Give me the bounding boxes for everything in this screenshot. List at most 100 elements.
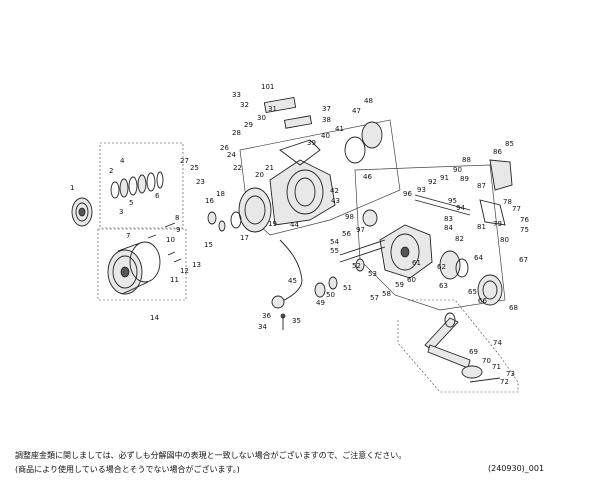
part-number-label: 41 — [335, 125, 344, 133]
part-number-label: 32 — [240, 101, 249, 109]
part-number-label: 82 — [455, 235, 464, 243]
part-number-label: 38 — [322, 116, 331, 124]
part-number-label: 1 — [70, 184, 74, 192]
part-number-label: 47 — [352, 107, 361, 115]
part-number-label: 6 — [155, 192, 160, 200]
part-number-label: 90 — [453, 166, 462, 174]
part-number-label: 59 — [395, 281, 404, 289]
part-number-labels: 1234567891011121314151617181920212223242… — [70, 83, 529, 386]
part-number-label: 66 — [478, 297, 487, 305]
part-number-label: 98 — [345, 213, 354, 221]
part-number-label: 42 — [330, 187, 339, 195]
drag-washer-stack — [110, 171, 164, 199]
part-number-label: 9 — [176, 226, 180, 234]
drive-gear-shape — [439, 250, 461, 280]
part-number-label: 67 — [519, 256, 528, 264]
part-number-label: 8 — [175, 214, 179, 222]
part-number-label: 64 — [474, 254, 483, 262]
part-number-label: 34 — [258, 323, 267, 331]
part-number-label: 83 — [444, 215, 453, 223]
diagram-code: (240930)_001 — [488, 464, 545, 473]
body-shape — [379, 194, 471, 279]
part-number-label: 92 — [428, 178, 437, 186]
part-number-label: 71 — [492, 363, 501, 371]
part-number-label: 79 — [493, 220, 502, 228]
part-number-label: 85 — [505, 140, 514, 148]
part-number-label: 20 — [255, 171, 264, 179]
part-number-label: 80 — [500, 236, 509, 244]
part-number-label: 69 — [469, 348, 478, 356]
part-number-label: 73 — [506, 370, 515, 378]
part-number-label: 74 — [493, 339, 502, 347]
part-number-label: 95 — [448, 197, 457, 205]
part-number-label: 70 — [482, 357, 491, 365]
footer-note-line1: 調整座金類に関しましては、必ずしも分解図中の表現と一致しない場合がございますので… — [15, 451, 407, 460]
part-number-label: 12 — [180, 267, 189, 275]
part-number-label: 16 — [205, 197, 214, 205]
part-number-label: 48 — [364, 97, 373, 105]
part-number-label: 86 — [493, 148, 502, 156]
part-number-label: 35 — [292, 317, 301, 325]
part-number-label: 28 — [232, 129, 241, 137]
part-number-label: 15 — [204, 241, 213, 249]
part-number-label: 61 — [412, 259, 421, 267]
part-number-label: 2 — [109, 167, 113, 175]
part-number-label: 18 — [216, 190, 225, 198]
part-number-label: 10 — [166, 236, 175, 244]
part-number-label: 25 — [190, 164, 199, 172]
part-number-label: 65 — [468, 288, 477, 296]
part-number-label: 46 — [363, 173, 372, 181]
part-number-label: 37 — [322, 105, 331, 113]
part-number-label: 40 — [321, 132, 330, 140]
part-number-label: 87 — [477, 182, 486, 190]
part-number-label: 26 — [220, 144, 229, 152]
part-number-label: 72 — [500, 378, 509, 386]
rotor-shape — [238, 139, 336, 233]
part-number-label: 11 — [170, 276, 179, 284]
part-number-label: 97 — [356, 226, 365, 234]
part-number-label: 24 — [227, 151, 236, 159]
handle-group-box — [397, 299, 519, 393]
part-number-label: 43 — [331, 197, 340, 205]
part-number-label: 101 — [261, 83, 274, 91]
part-number-label: 4 — [120, 157, 125, 165]
part-number-label: 55 — [330, 247, 339, 255]
part-number-label: 63 — [439, 282, 448, 290]
part-number-label: 53 — [368, 270, 377, 278]
part-number-label: 54 — [330, 238, 339, 246]
reel-part-drawings — [71, 96, 519, 393]
part-number-label: 57 — [370, 294, 379, 302]
part-number-label: 81 — [477, 223, 486, 231]
drag-knob-group-box — [99, 142, 184, 229]
part-number-label: 17 — [240, 234, 249, 242]
part-number-label: 31 — [268, 105, 277, 113]
part-number-label: 75 — [520, 226, 529, 234]
part-number-label: 77 — [512, 205, 521, 213]
part-number-label: 49 — [316, 299, 325, 307]
part-number-label: 13 — [192, 261, 201, 269]
part-number-label: 91 — [440, 174, 449, 182]
spool-shape — [107, 241, 161, 295]
part-number-label: 88 — [462, 156, 471, 164]
part-number-label: 56 — [342, 230, 351, 238]
part-number-label: 96 — [403, 190, 412, 198]
part-number-label: 36 — [262, 312, 271, 320]
part-number-label: 29 — [244, 121, 253, 129]
part-number-label: 62 — [437, 263, 446, 271]
part-number-label: 60 — [407, 276, 416, 284]
part-number-label: 14 — [150, 314, 159, 322]
part-number-label: 27 — [180, 157, 189, 165]
footer-note-line2: (商品により使用している場合とそうでない場合がございます。) — [15, 465, 240, 474]
part-number-label: 68 — [509, 304, 518, 312]
part-number-label: 33 — [232, 91, 241, 99]
part-number-label: 84 — [444, 224, 453, 232]
handle-shape — [424, 312, 501, 383]
part-number-label: 21 — [265, 164, 274, 172]
part-number-label: 22 — [233, 164, 242, 172]
part-number-label: 7 — [126, 232, 130, 240]
part-number-label: 78 — [503, 198, 512, 206]
part-number-label: 45 — [288, 277, 297, 285]
bail-wire — [274, 239, 303, 306]
part-number-label: 52 — [352, 262, 361, 270]
